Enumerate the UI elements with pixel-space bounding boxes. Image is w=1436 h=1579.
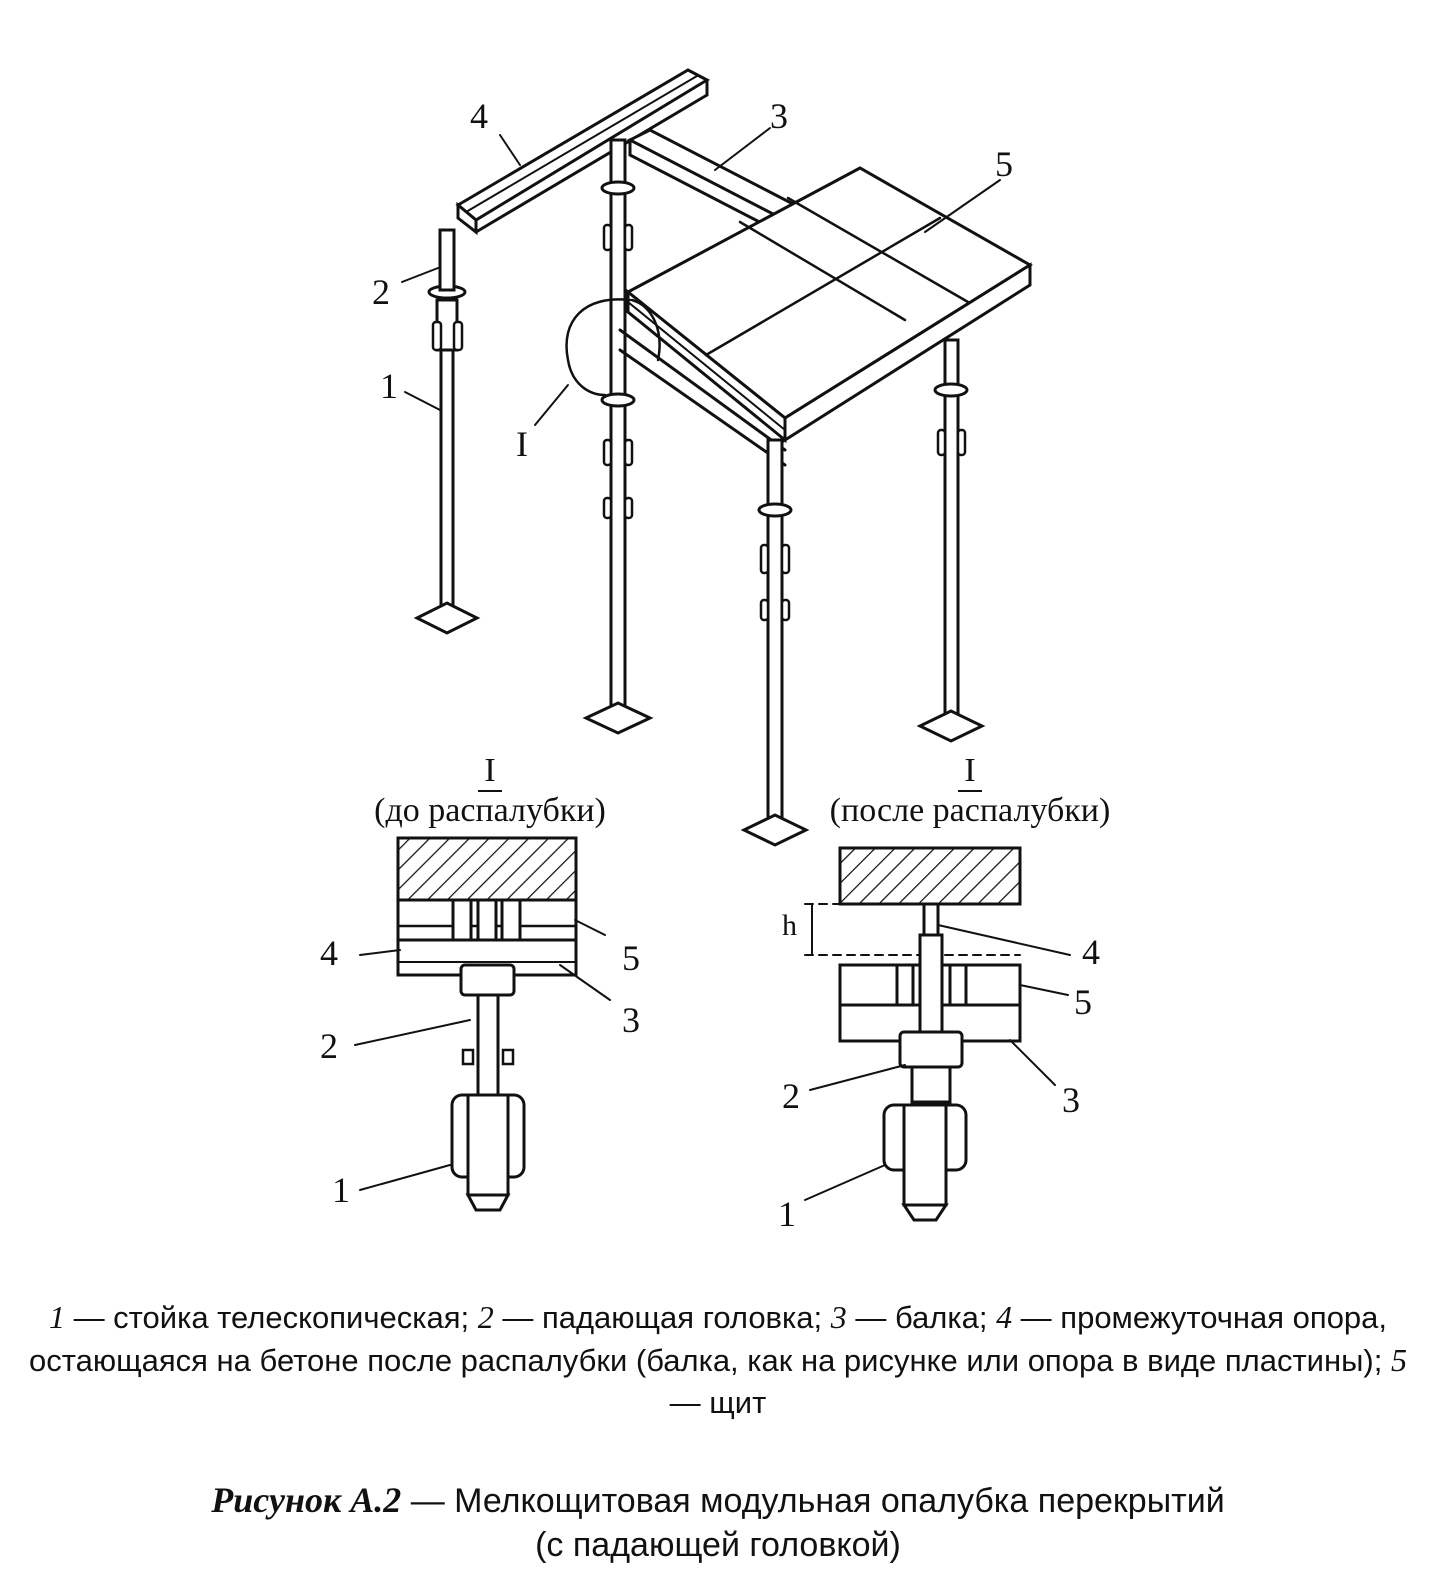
label-beam: 3: [770, 96, 788, 136]
figure-caption: Рисунок А.2 — Мелкощитовая модульная опа…: [20, 1478, 1416, 1567]
section-before-text: (до распалубки): [374, 792, 606, 829]
legend-text-3: — балка;: [846, 1300, 997, 1335]
label-before-prop: 4: [320, 933, 338, 973]
label-before-beam: 3: [622, 1000, 640, 1040]
caption-label: Рисунок А.2: [211, 1480, 402, 1520]
label-after-panel: 5: [1074, 982, 1092, 1022]
legend-num-3: 3: [830, 1299, 847, 1335]
label-after-prop: 4: [1082, 932, 1100, 972]
caption-line2: (с падающей головкой): [535, 1526, 901, 1564]
label-before-panel: 5: [622, 938, 640, 978]
legend-text-4: — промежуточная опора, остающаяся на бет…: [29, 1300, 1391, 1378]
caption-line1: — Мелкощитовая модульная опалубка перекр…: [401, 1482, 1225, 1520]
legend-text-1: — стойка телескопическая;: [64, 1300, 478, 1335]
panel: [625, 166, 1033, 444]
legend-num-5: 5: [1390, 1342, 1407, 1378]
section-after: [804, 846, 1071, 1222]
section-after-text: (после распалубки): [829, 792, 1111, 829]
label-after-post: 1: [778, 1194, 796, 1234]
intermediate-beam: [455, 68, 711, 236]
label-before-post: 1: [332, 1170, 350, 1210]
label-after-head: 2: [782, 1076, 800, 1116]
label-gap: h: [782, 909, 797, 942]
legend-num-1: 1: [48, 1299, 65, 1335]
legend-num-2: 2: [477, 1299, 494, 1335]
figure-legend: 1 — стойка телескопическая; 2 — падающая…: [20, 1296, 1416, 1424]
label-head: 2: [372, 272, 390, 312]
section-before: [354, 836, 611, 1212]
label-detail: I: [516, 424, 528, 464]
formwork-diagram: [354, 68, 1071, 1222]
post-left: [413, 228, 481, 635]
post-center-back: [582, 138, 654, 735]
label-prop: 4: [470, 96, 488, 136]
legend-num-4: 4: [996, 1299, 1013, 1335]
legend-text-2: — падающая головка;: [493, 1300, 831, 1335]
legend-text-5: — щит: [669, 1385, 767, 1420]
section-after-title: I (после распалубки): [800, 752, 1140, 830]
section-before-title: I (до распалубки): [340, 752, 640, 830]
section-after-mark: I: [958, 752, 982, 792]
isometric-view: [401, 68, 1033, 847]
section-before-mark: I: [478, 752, 502, 792]
label-post: 1: [380, 366, 398, 406]
label-before-head: 2: [320, 1026, 338, 1066]
post-right: [916, 338, 986, 743]
post-front: [740, 438, 810, 847]
label-after-beam: 3: [1062, 1080, 1080, 1120]
label-panel: 5: [995, 144, 1013, 184]
